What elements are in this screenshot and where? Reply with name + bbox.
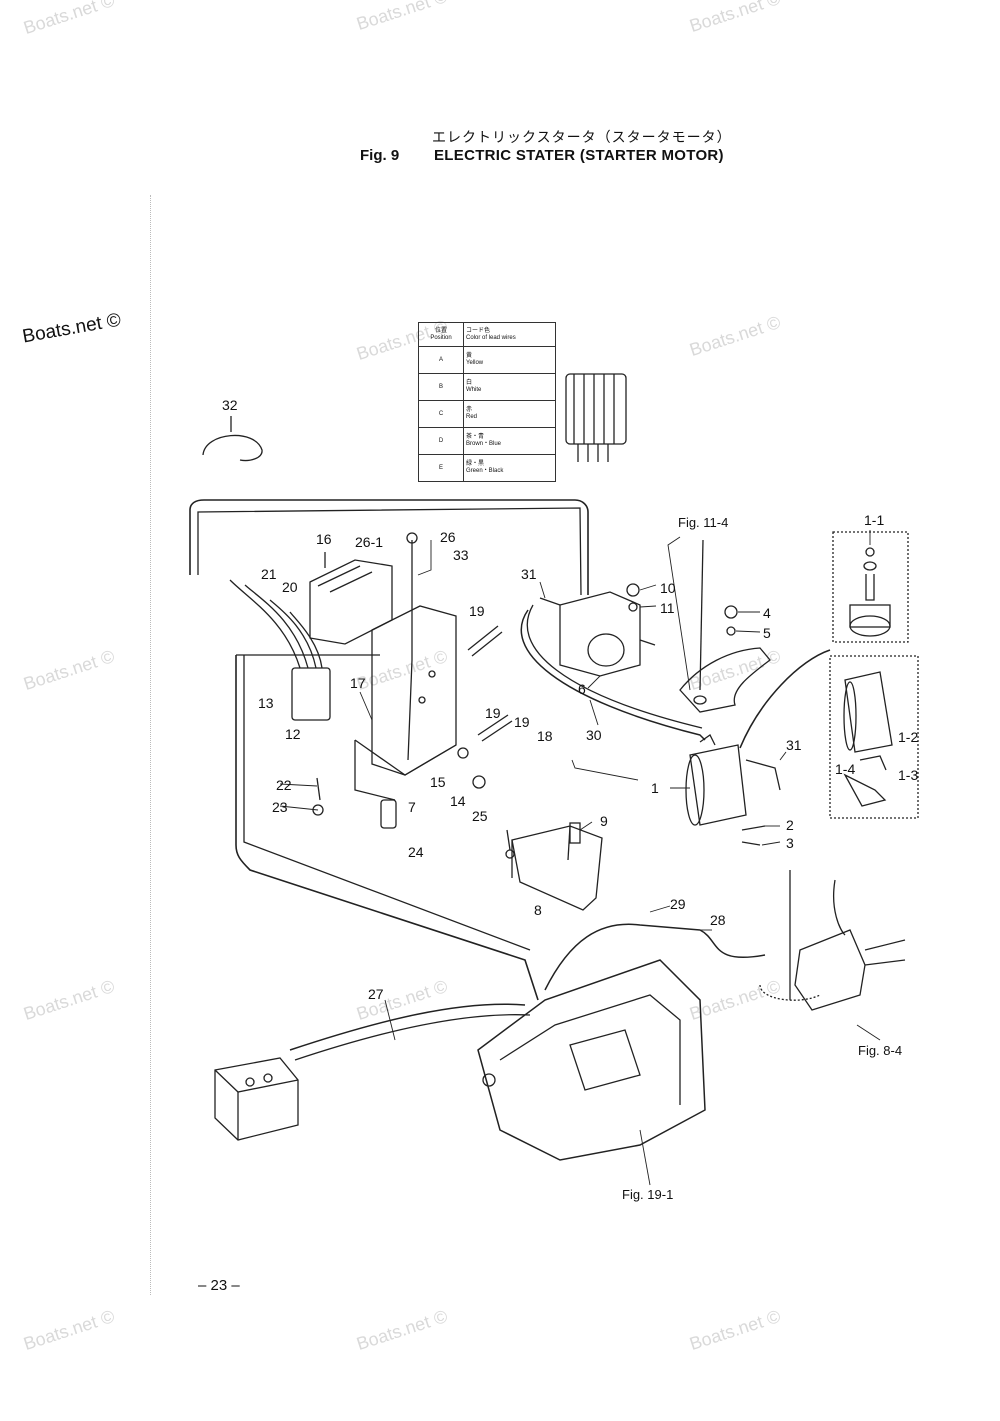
callout-20: 20	[282, 579, 298, 595]
callout-1-1: 1-1	[864, 512, 885, 528]
callout-1-3: 1-3	[898, 767, 919, 783]
starter-motor-1	[685, 649, 831, 826]
callout-4: 4	[763, 605, 771, 621]
callout-15: 15	[430, 774, 446, 790]
rectifier-sketch	[565, 373, 627, 462]
callout-23: 23	[272, 799, 288, 815]
callout-12: 12	[285, 726, 301, 742]
regulator-16	[309, 552, 393, 645]
callout-2: 2	[786, 817, 794, 833]
callout-11: 11	[660, 600, 675, 616]
callout-8: 8	[534, 902, 542, 918]
callout-18: 18	[537, 728, 553, 744]
callout-16: 16	[316, 531, 332, 547]
switch-panel-fig-8-4	[759, 870, 906, 1011]
callout-1-2: 1-2	[898, 729, 919, 745]
callout-31: 31	[521, 566, 537, 582]
bracket-fig-11-4	[679, 539, 771, 713]
battery	[214, 1057, 299, 1141]
lower-cowling	[477, 959, 706, 1161]
figure-reference: Fig. 8-4	[858, 1043, 903, 1058]
callout-13: 13	[258, 695, 274, 711]
callout-31: 31	[786, 737, 802, 753]
starter-relay-6	[539, 591, 656, 677]
callout-27: 27	[368, 986, 384, 1002]
callout-29: 29	[670, 896, 686, 912]
binding-margin	[150, 195, 151, 1295]
callout-22: 22	[276, 777, 292, 793]
callout-32: 32	[222, 397, 238, 413]
callout-33: 33	[453, 547, 469, 563]
callout-19: 19	[469, 603, 485, 619]
callout-6: 6	[578, 681, 586, 697]
pinion-1-1	[849, 547, 891, 637]
callout-10: 10	[660, 580, 676, 596]
callout-19: 19	[514, 714, 530, 730]
callout-1-4: 1-4	[835, 761, 856, 777]
wire-clip-32	[202, 416, 263, 462]
figure-title: ELECTRIC STATER (STARTER MOTOR)	[434, 147, 724, 164]
callout-30: 30	[586, 727, 602, 743]
callout-17: 17	[350, 675, 366, 691]
callout-5: 5	[763, 625, 771, 641]
bracket-7	[354, 605, 457, 801]
figure-title-japanese: エレクトリックスタータ（スタータモータ）	[432, 129, 732, 145]
rectifier-12	[229, 579, 331, 721]
callout-9: 9	[600, 813, 608, 829]
figure-reference: Fig. 11-4	[678, 515, 729, 530]
callout-26-1: 26-1	[355, 534, 384, 550]
page-number: – 23 –	[198, 1277, 240, 1294]
callout-24: 24	[408, 844, 424, 860]
callout-1: 1	[651, 780, 659, 796]
callout-14: 14	[450, 793, 466, 809]
figure-reference: Fig. 19-1	[622, 1187, 674, 1202]
callout-26: 26	[440, 529, 456, 545]
callout-7: 7	[408, 799, 416, 815]
callout-25: 25	[472, 808, 488, 824]
bracket-8	[511, 825, 603, 911]
figure-number: Fig. 9	[360, 147, 400, 164]
callout-28: 28	[710, 912, 726, 928]
motor-exploded	[843, 671, 893, 807]
callout-3: 3	[786, 835, 794, 851]
callout-21: 21	[261, 566, 277, 582]
callout-19: 19	[485, 705, 501, 721]
